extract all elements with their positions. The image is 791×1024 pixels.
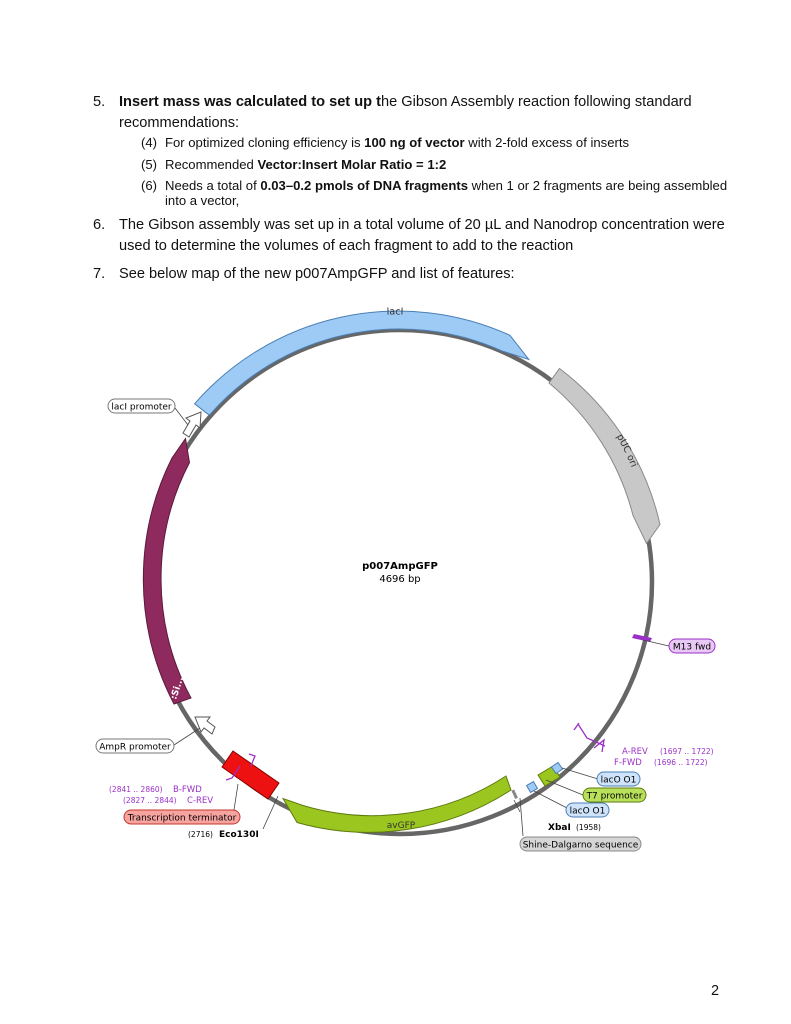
ampr-promoter-label: AmpR promoter	[99, 743, 171, 753]
sd-label: Shine-Dalgarno sequence	[523, 841, 639, 851]
xbai-pos: (1958)	[576, 823, 601, 832]
terminator-label: Transcription terminator	[127, 814, 237, 824]
substep-bold: Vector:Insert Molar Ratio = 1:2	[257, 156, 447, 172]
laco-label-2: lacO O1	[570, 807, 606, 817]
step-text: The Gibson assembly was set up in a tota…	[119, 217, 725, 254]
substep-bold: 0.03–0.2 pmols of DNA fragments	[260, 178, 468, 193]
substep-text: when 1 or 2 fragments are being assemble…	[165, 178, 728, 208]
primer-tick-ffwd	[593, 738, 605, 753]
substep-number: (5)	[141, 156, 158, 172]
step-number: 6.	[93, 217, 106, 233]
plasmid-size: 4696 bp	[379, 574, 420, 585]
bfwd-label: B-FWD	[173, 785, 202, 795]
feature-laci-arrow	[193, 310, 531, 416]
step-number: 5.	[93, 94, 106, 110]
plasmid-name: p007AmpGFP	[362, 561, 438, 572]
substep-text: with 2-fold excess of inserts	[464, 135, 630, 150]
primer-tick-bfwd	[248, 753, 256, 767]
laco-label-1: lacO O1	[601, 776, 637, 786]
feature-ampr-arrow	[142, 437, 192, 705]
step-number: 7.	[93, 266, 106, 282]
substeps: (4) For optimized cloning efficiency is …	[119, 135, 733, 208]
substep-6: (6) Needs a total of 0.03–0.2 pmols of D…	[119, 178, 733, 208]
arev-label: A-REV	[622, 747, 648, 757]
m13-label: M13 fwd	[673, 643, 711, 653]
substep-bold: 100 ng of vector	[364, 135, 465, 150]
laco-badge-1	[596, 771, 641, 787]
feature-laco-box-1	[550, 761, 564, 775]
substep-number: (6)	[141, 178, 158, 193]
leader-lines	[173, 407, 670, 837]
bfwd-pos: (2841 .. 2860)	[109, 785, 163, 794]
xbai-label: XbaI	[548, 823, 571, 833]
step-5: 5. Insert mass was calculated to set up …	[93, 92, 733, 208]
ampr-promoter-arrow	[194, 716, 216, 735]
page-number: 2	[711, 983, 720, 999]
crev-pos: (2827 .. 2844)	[123, 796, 177, 805]
feature-avgfp-arrow	[281, 775, 512, 833]
m13-marker	[632, 634, 652, 642]
substep-number: (4)	[141, 135, 158, 150]
ffwd-pos: (1696 .. 1722)	[654, 758, 708, 767]
eco-pos: (2716)	[188, 830, 213, 839]
step-text: See below map of the new p007AmpGFP and …	[119, 266, 515, 282]
ampr-promoter-badge	[95, 738, 175, 754]
feature-laco-box-2	[525, 780, 539, 794]
sd-badge	[519, 836, 642, 852]
feature-sd-box	[511, 789, 518, 799]
step-bold: Insert mass was calculated to set up t	[119, 94, 381, 110]
laci-promoter-label: lacI promoter	[111, 403, 172, 413]
substep-text: For optimized cloning efficiency is	[165, 135, 365, 150]
t7-label: T7 promoter	[586, 792, 643, 802]
step-6: 6. The Gibson assembly was set up in a t…	[93, 215, 733, 256]
terminator-badge	[123, 809, 241, 825]
eco-label: Eco130I	[219, 830, 259, 840]
step-text: he Gibson Assembly reaction following st…	[119, 94, 692, 131]
ffwd-label: F-FWD	[614, 758, 642, 768]
arev-pos: (1697 .. 1722)	[660, 747, 714, 756]
feature-terminator-box	[221, 750, 280, 800]
feature-puc-arrow	[548, 367, 661, 545]
protocol-steps: 5. Insert mass was calculated to set up …	[93, 92, 733, 285]
laci-promoter-arrow	[182, 411, 202, 438]
step-7: 7. See below map of the new p007AmpGFP a…	[93, 264, 733, 285]
laci-promoter-badge	[107, 398, 176, 414]
substep-text: Needs a total of	[165, 178, 261, 193]
substep-text: Recommended	[165, 156, 258, 172]
laco-badge-2	[565, 802, 610, 818]
feature-laci-label: lacI	[387, 306, 404, 317]
m13-badge	[668, 638, 716, 654]
t7-badge	[582, 787, 647, 803]
substep-4: (4) For optimized cloning efficiency is …	[119, 135, 733, 151]
feature-avgfp-label: avGFP	[387, 821, 416, 831]
primer-tick-crev	[225, 765, 241, 781]
substep-5: (5) Recommended Vector:Insert Molar Rati…	[119, 156, 733, 173]
crev-label: C-REV	[187, 796, 213, 806]
